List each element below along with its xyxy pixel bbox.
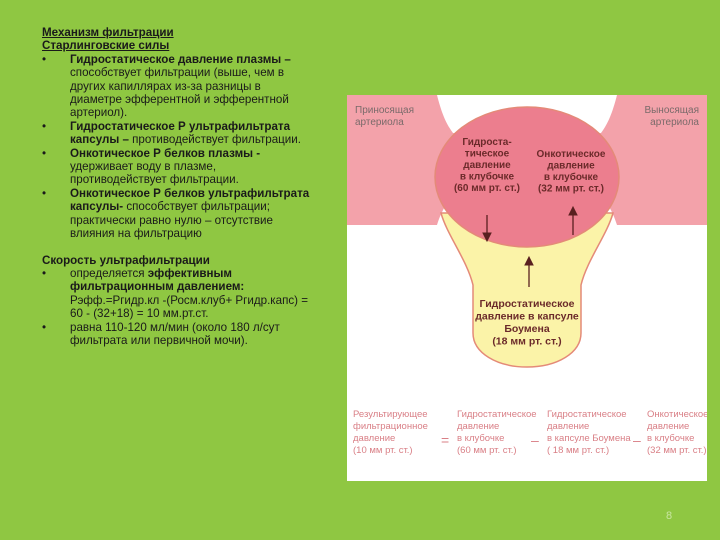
figure-label-line: Гидростатическое	[547, 409, 627, 420]
bullet-line: Онкотическое Р белков плазмы -	[70, 146, 261, 160]
figure-label-line: в клубочке	[647, 433, 694, 444]
section-title-rate: Скорость ультрафильтрации	[42, 253, 210, 267]
bullet-dot-icon: •	[42, 320, 47, 334]
slide-text: Механизм фильтрации Старлинговские силы …	[42, 26, 352, 347]
formula-equals: =	[441, 432, 449, 448]
bullet-line: капсулы – противодействует фильтрации.	[70, 133, 301, 147]
bullet-line: капсулы- способствует фильтрации;	[70, 200, 270, 214]
bullet-line: определяется эффективным	[70, 266, 232, 280]
bullet-line: Гидростатическое давление плазмы –	[70, 52, 291, 66]
figure-label-line: Онкотическое	[537, 149, 606, 160]
figure-label-line: (18 мм рт. ст.)	[492, 336, 561, 348]
bullet-dot-icon: •	[42, 52, 47, 66]
figure-label-line: (10 мм рт. ст.)	[353, 445, 413, 456]
figure-label-line: давление	[457, 421, 499, 432]
bowman-capsule	[440, 212, 614, 368]
figure-label-line: давление	[647, 421, 689, 432]
figure-label-line: Результирующее	[353, 409, 428, 420]
bullet-dot-icon: •	[42, 266, 47, 280]
figure-label-line: Выносящая	[644, 105, 699, 116]
slide-title: Механизм фильтрации	[42, 26, 174, 39]
slide-subtitle: Старлинговские силы	[42, 39, 170, 53]
figure-label-line: давление в капсуле	[475, 311, 579, 323]
bullet-line: противодействует фильтрации.	[70, 173, 239, 187]
figure-label-line: давление	[463, 160, 511, 171]
arrow-up-icon	[568, 205, 578, 235]
figure-label-line: Боумена	[504, 323, 549, 335]
bullet-line: влияния на фильтрацию	[70, 227, 202, 241]
arrow-down-icon	[482, 215, 492, 243]
bullet-line: способствует фильтрации (выше, чем в	[70, 66, 284, 80]
arrow-up-icon	[524, 255, 534, 287]
bullet-line: фильтрационным давлением:	[70, 280, 245, 294]
bullet-line: Гидростатическое Р ультрафильтрата	[70, 119, 291, 133]
figure-label-line: в капсуле Боумена	[547, 433, 631, 444]
bullet-list-forces: • Гидростатическое давление плазмы –спосо…	[42, 53, 352, 241]
bullet-line: Онкотическое Р белков ультрафильтрата	[70, 186, 310, 200]
formula-minus: –	[633, 432, 641, 448]
formula-minus: –	[531, 432, 539, 448]
figure-label-line: (60 мм рт. ст.)	[454, 183, 520, 194]
bullet-item: • Гидростатическое давление плазмы –спосо…	[42, 53, 352, 120]
bullet-line: удерживает воду в плазме,	[70, 160, 217, 174]
bullet-line: равна 110-120 мл/мин (около 180 л/сут	[70, 320, 280, 334]
figure-label-line: (32 мм рт. ст.)	[647, 445, 707, 456]
bullet-line: артериол).	[70, 106, 128, 120]
bullet-line: Рэфф.=Ргидр.кл -(Росм.клуб+ Ргидр.капс) …	[70, 293, 309, 307]
bullet-line: диаметре эфферентной и эфферентной	[70, 93, 289, 107]
figure-label-line: давление	[353, 433, 395, 444]
bullet-dot-icon: •	[42, 119, 47, 133]
figure-label-line: давление	[547, 421, 589, 432]
figure-label-line: давление	[547, 161, 595, 172]
bullet-line: фильтрата или первичной мочи).	[70, 333, 248, 347]
bullet-line: других капиллярах из-за разницы в	[70, 79, 261, 93]
figure-label-line: в клубочке	[460, 171, 515, 183]
bullet-dot-icon: •	[42, 146, 47, 160]
figure-label-line: в клубочке	[457, 433, 504, 444]
bullet-dot-icon: •	[42, 186, 47, 200]
figure-label-line: (60 мм рт. ст.)	[457, 445, 517, 456]
figure-label-line: Онкотическое	[647, 409, 707, 420]
figure-label-line: тическое	[465, 149, 510, 160]
figure-label-line: артериола	[355, 117, 404, 128]
figure-label-line: артериола	[650, 117, 699, 128]
bullet-line: 60 - (32+18) = 10 мм.рт.ст.	[70, 307, 209, 321]
page-number: 8	[666, 510, 673, 522]
bullet-line: практически равно нулю – отсутствие	[70, 213, 273, 227]
figure-label-line: в клубочке	[544, 171, 599, 183]
figure-label-line: фильтрационное	[353, 421, 428, 432]
figure-label-line: Гидростатическое	[480, 298, 575, 310]
bullet-item: • Онкотическое Р белков плазмы - удержива…	[42, 147, 352, 187]
figure-label-line: ( 18 мм рт. ст.)	[547, 445, 609, 456]
figure-label-line: Приносящая	[355, 105, 414, 116]
formula-result: Результирующеефильтрационноедавление(10 …	[353, 409, 428, 456]
figure-label-line: Гидростатическое	[457, 409, 537, 420]
figure-label-line: (32 мм рт. ст.)	[538, 184, 604, 195]
figure-label-line: Гидроста-	[462, 137, 511, 148]
